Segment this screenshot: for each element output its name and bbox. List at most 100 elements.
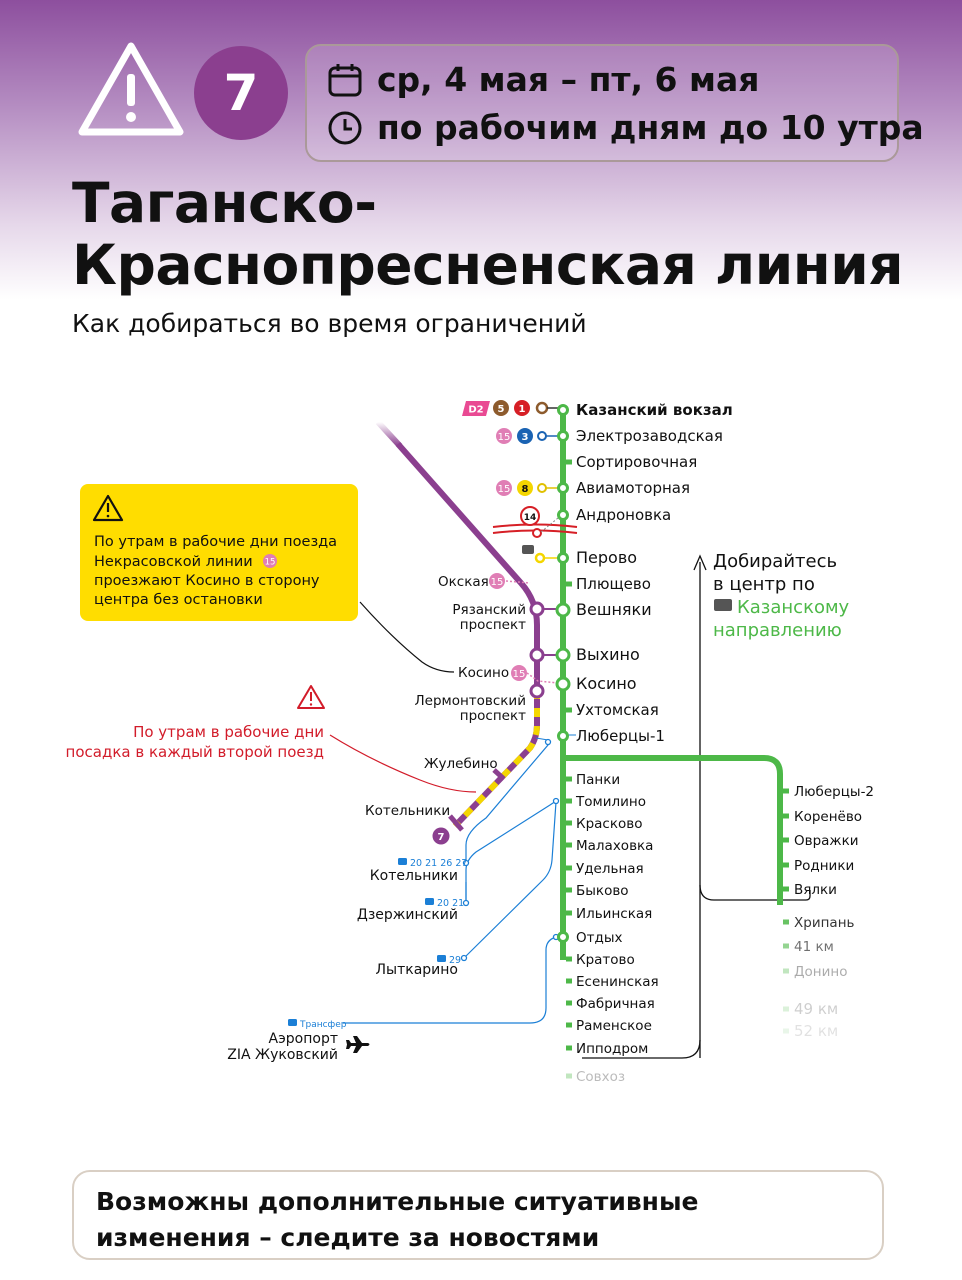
bus-dest-kotelniki: Котельники [370, 868, 458, 884]
badge-line-3: 3 [522, 432, 529, 443]
railway-station-tick [566, 956, 572, 962]
railway-station-tick [566, 1045, 572, 1051]
railway-station-marker [557, 430, 569, 442]
railway-station-marker [557, 552, 569, 564]
railway-station-label: Перово [576, 548, 637, 567]
badge-okskaya-15 [489, 573, 505, 589]
note-yellow-line4: центра без остановки [94, 592, 263, 608]
railway-station-marker [555, 676, 571, 692]
railway-station-marker [557, 509, 569, 521]
branch-station-tick [783, 862, 789, 868]
railway-station-marker [555, 602, 571, 618]
label-okskaya: Окская [438, 574, 489, 590]
railway-station-tick [566, 842, 572, 848]
note-yellow-pointer [359, 601, 455, 673]
page-title: Таганско-Краснопресненская линия [72, 171, 904, 297]
note-red-pointer [329, 734, 477, 793]
note-yellow-line3: проезжают Косино в сторону [94, 573, 320, 589]
line7-end-badge-label: 7 [438, 832, 445, 843]
railway-station-label: Плющево [576, 575, 651, 593]
schedule-box: ср, 4 мая – пт, 6 мая по рабочим дням до… [305, 44, 924, 162]
station-vykhino-7 [529, 647, 545, 663]
railway-station-label: Фабричная [576, 996, 655, 1012]
railway-station-tick [566, 910, 572, 916]
railway-station-label: Красково [576, 816, 642, 832]
station-lermontovsky [529, 683, 545, 699]
transfer-aviamotornaya: 15 8 [496, 480, 558, 496]
railway-station-label: Кратово [576, 952, 635, 968]
direction-line1: Добирайтесь [713, 551, 837, 572]
railway-station-tick [566, 459, 572, 465]
direction-line2: в центр по [713, 574, 815, 595]
branch-station-label: 52 км [794, 1022, 838, 1040]
railway-station-label: Казанский вокзал [576, 401, 733, 419]
railway-station-label: Совхоз [576, 1069, 625, 1085]
railway-station-tick [566, 776, 572, 782]
badge-kosino-15-label: 15 [513, 669, 526, 680]
note-yellow-line2: Некрасовской линии [94, 554, 253, 570]
label-kosino-7: Косино [458, 665, 509, 681]
bus-kotelniki: 20 21 26 27 Котельники [370, 858, 467, 884]
railway-station-marker [557, 931, 569, 943]
railway-station-label: Ухтомская [576, 701, 659, 719]
train-icon [714, 599, 732, 611]
warning-icon [92, 494, 124, 522]
railway-station-tick [566, 887, 572, 893]
line-7-badge: 7 [194, 46, 288, 140]
railway-station-label: Ипподром [576, 1041, 648, 1057]
railway-station-tick [566, 978, 572, 984]
note-red-line1: По утрам в рабочие дни [133, 723, 324, 741]
line7-terminus [448, 814, 464, 832]
railway-station-label: Малаховка [576, 838, 653, 854]
date-range: ср, 4 мая – пт, 6 мая [377, 60, 760, 99]
line7-restricted-section [452, 690, 540, 829]
transit-map: 7 D2 5 1 15 3 15 8 [66, 400, 874, 1095]
railway-station-label: Электрозаводская [576, 427, 723, 445]
clock-icon [328, 111, 362, 144]
branch-station-label: Овражки [794, 833, 859, 849]
branch-station-tick [783, 968, 789, 974]
train-icon [522, 545, 534, 554]
bus-icon [425, 898, 434, 905]
railway-station-tick [566, 1022, 572, 1028]
bus-stop-tomilino [552, 797, 560, 805]
bus-dest-dzerzhinsky: Дзержинский [357, 907, 458, 923]
time-row: по рабочим дням до 10 утра [327, 108, 924, 147]
bus-stop-lytkarino [460, 954, 468, 962]
bus-route-kotelniki [465, 742, 549, 862]
direction-connector-branch [699, 884, 811, 901]
branch-station-tick [783, 813, 789, 819]
station-ryazansky [529, 601, 545, 617]
label-kotelniki-7: Котельники [365, 803, 450, 819]
railway-station-label: Панки [576, 772, 620, 788]
railway-station-label: Удельная [576, 861, 644, 877]
badge-kosino-15 [511, 665, 527, 681]
note-red-line2: посадка в каждый второй поезд [66, 743, 324, 761]
railway-station-marker [557, 404, 569, 416]
svg-text:15: 15 [265, 558, 276, 568]
bus-stop-lyubertsy [544, 738, 552, 746]
badge-line-15: 15 [498, 484, 511, 495]
branch-station-label: Родники [794, 858, 854, 874]
bus-link [535, 734, 576, 741]
transfer-kazansky: D2 5 1 [462, 400, 558, 416]
transfer-andronovka: 14 [492, 506, 578, 538]
header-background [0, 0, 962, 300]
railway-station-marker [557, 482, 569, 494]
warning-red-icon [297, 685, 325, 709]
branch-station-label: 41 км [794, 939, 834, 955]
bus-icon [398, 858, 407, 865]
railway-station-label: Выхино [576, 645, 640, 664]
railway-station-tick [566, 820, 572, 826]
railway-station-label: Вешняки [576, 600, 652, 619]
label-zhulebino: Жулебино [424, 756, 498, 772]
badge-line-5: 5 [498, 404, 505, 415]
bus-lytkarino: 29 Лыткарино [376, 955, 461, 978]
transfer-elektrozavodskaya: 15 3 [496, 428, 558, 444]
bus-routes-airport: Трансфер [299, 1020, 347, 1030]
railway-station-label: Раменское [576, 1018, 652, 1034]
line7-tick-zhulebino [492, 768, 506, 781]
bus-route-lytkarino [463, 801, 557, 959]
branch-station-tick [783, 886, 789, 892]
